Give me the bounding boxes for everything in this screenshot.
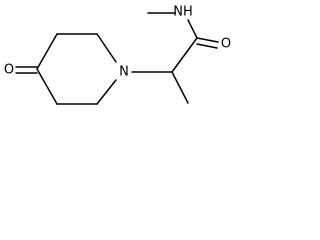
bond-carbonyl-oxygen-2 bbox=[196, 43, 218, 49]
bond-alpha-methyl bbox=[171, 71, 189, 104]
bond-ring-c6-n bbox=[96, 79, 117, 105]
bond-ring-c3-c4 bbox=[36, 33, 58, 70]
bond-nh-carbonyl bbox=[187, 19, 198, 39]
bond-ring-c4-c5 bbox=[36, 68, 58, 105]
atom-ketone-oxygen-label: O bbox=[4, 63, 14, 78]
atom-labels: NH O N O bbox=[4, 5, 231, 80]
bond-carbonyl-oxygen-1 bbox=[196, 37, 219, 43]
atom-amide-oxygen-label: O bbox=[221, 37, 231, 52]
bond-carbonyl-alpha bbox=[171, 37, 198, 73]
atom-amide-nh-label: NH bbox=[173, 5, 193, 20]
molecule-structure-diagram: NH O N O bbox=[4, 5, 231, 105]
bond-ring-n-c2 bbox=[96, 33, 117, 63]
bond-group bbox=[15, 12, 219, 105]
atom-ring-nitrogen-label: N bbox=[119, 65, 129, 80]
